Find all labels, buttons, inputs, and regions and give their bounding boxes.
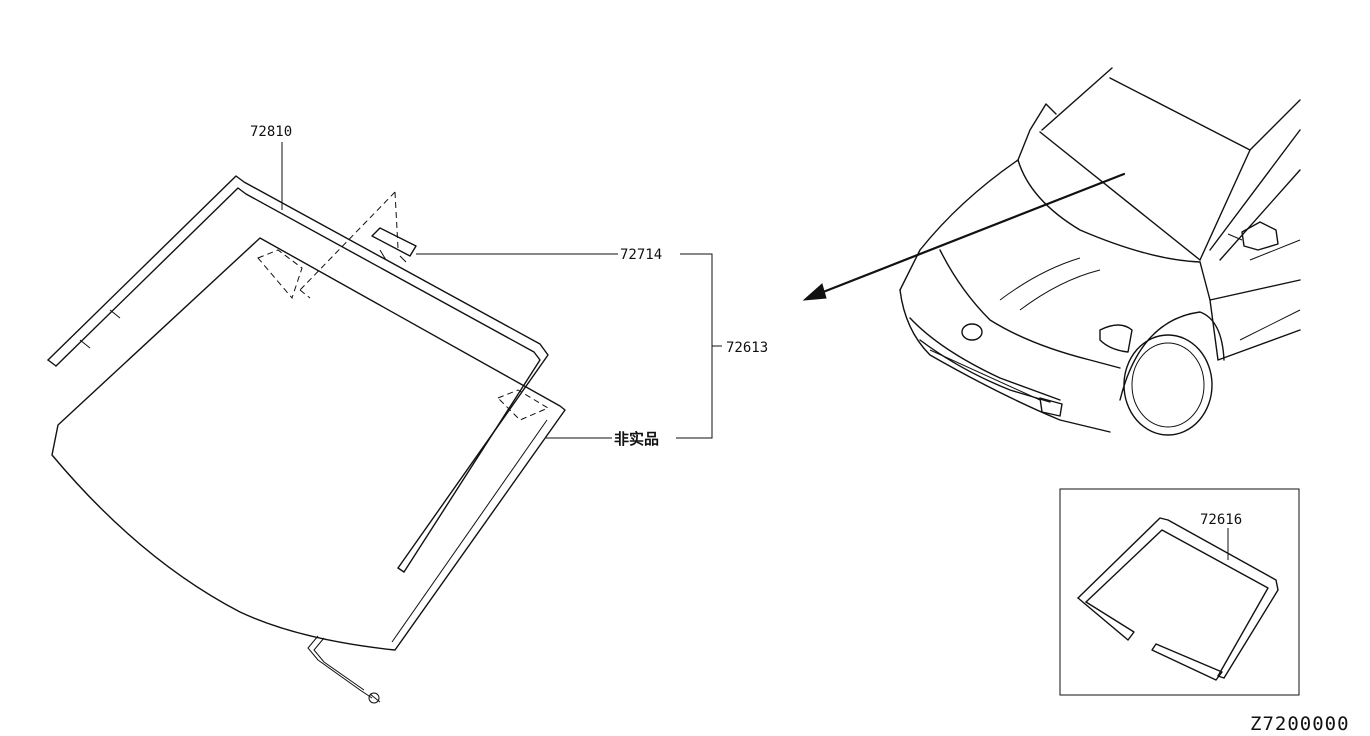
label-72810: 72810 xyxy=(250,124,292,140)
mirror-base-72714 xyxy=(299,191,417,299)
label-72616: 72616 xyxy=(1200,512,1242,528)
leader-lines xyxy=(281,142,722,439)
label-not-sold: 非实品 xyxy=(614,430,659,448)
drawing-code: Z7200000 xyxy=(1250,713,1350,735)
inset-box xyxy=(1059,488,1300,696)
car-illustration xyxy=(899,67,1301,436)
location-arrow xyxy=(802,172,1126,301)
sensor-harness xyxy=(307,635,381,704)
label-72714: 72714 xyxy=(620,247,662,263)
windshield-molding-72810 xyxy=(47,175,549,573)
windshield-glass xyxy=(51,237,566,651)
label-72613: 72613 xyxy=(726,340,768,356)
